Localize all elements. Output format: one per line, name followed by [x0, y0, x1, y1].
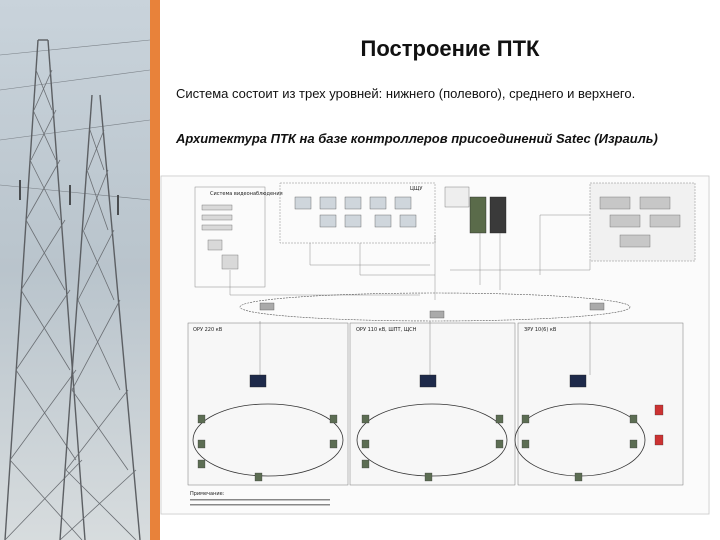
control-room-box [279, 182, 436, 244]
architecture-diagram: Система видеонаблюдения ЦЩУ [160, 175, 710, 515]
slide-subtitle: Система состоит из трех уровней: нижнего… [176, 86, 636, 101]
diagram-heading: Архитектура ПТК на базе контроллеров при… [176, 131, 658, 146]
substation-1-label: ОРУ 220 кВ [193, 327, 223, 333]
slide-title: Построение ПТК [360, 36, 540, 61]
substation-2-label: ОРУ 110 кВ, ШПТ, ЩСН [356, 327, 417, 333]
video-system-label: Система видеонаблюдения [210, 191, 283, 197]
substation-3-label: ЗРУ 10(6) кВ [524, 327, 557, 333]
notes-title: Примечание: [190, 491, 225, 497]
accent-bar [150, 0, 160, 540]
control-room-label: ЦЩУ [410, 186, 422, 192]
backbone-ring [239, 292, 631, 322]
substation-panels: ОРУ 220 кВ ОРУ 110 кВ, ШПТ, ЩСН ЗРУ 10(6… [187, 322, 684, 486]
transmission-tower-photo [0, 0, 150, 540]
